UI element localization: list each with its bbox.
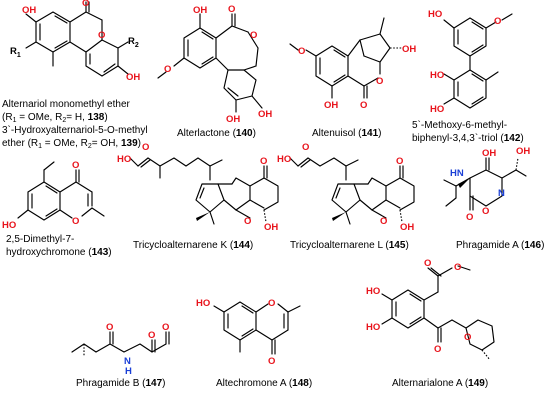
atom-ho: HO	[430, 104, 444, 115]
structure-140: OH O O O OH OH Alterlactone (140)	[157, 4, 272, 139]
label-143-line1: 2,5-Dimethyl-7-	[6, 234, 74, 245]
atom-o: O	[148, 330, 155, 341]
atom-o: O	[82, 0, 89, 9]
atom-ho: HO	[277, 154, 291, 165]
atom-o: O	[98, 30, 105, 41]
atom-ho: HO	[196, 298, 210, 309]
atom-o: O	[228, 4, 235, 15]
atom-oh: OH	[264, 222, 278, 233]
label-138-line2: (R1 = OMe, R2= H, 138)	[2, 112, 108, 124]
structure-141: O O O OH OH Altenuisol (141)	[289, 17, 416, 139]
atom-o: O	[298, 46, 305, 57]
atom-oh: OH	[22, 5, 36, 16]
atom-o: O	[396, 156, 403, 167]
atom-oh: OH	[126, 72, 140, 83]
atom-o: O	[250, 30, 257, 41]
atom-ho: HO	[430, 70, 444, 81]
label-143-line2: hydroxychromone (143)	[6, 247, 112, 258]
label-141: Altenuisol (141)	[312, 128, 382, 139]
label-146: Phragamide A (146)	[456, 240, 544, 251]
atom-oh: OH	[258, 109, 272, 120]
atom-o: O	[380, 216, 387, 227]
atom-ho: HO	[2, 220, 16, 231]
structure-148: HO O O Altechromone A (148)	[196, 298, 312, 389]
structure-146: OH O O HN N OH Phragamide A (146)	[443, 146, 544, 251]
label-142-line2: biphenyl-3,4,3`-triol (142)	[412, 132, 524, 144]
atom-n: N	[124, 356, 131, 367]
atom-o: O	[164, 64, 171, 75]
atom-o: O	[424, 258, 431, 269]
structure-147: O O O N H Phragamide B (147)	[71, 322, 170, 389]
atom-oh: OH	[193, 5, 207, 16]
atom-oh: OH	[400, 222, 414, 233]
label-145: Tricycloalternarene L (145)	[290, 240, 409, 251]
structure-142: HO O HO HO 5`-Methoxy-6-methyl- biphenyl…	[412, 9, 524, 144]
atom-oh: OH	[402, 44, 416, 55]
atom-o: O	[454, 262, 461, 273]
structure-145: HO O O O OH Tricycloalternarene L (145)	[277, 142, 415, 251]
atom-ho: HO	[366, 286, 380, 297]
label-138-line1: Alternariol monomethyl ether	[2, 99, 131, 110]
atom-r1: R1	[10, 46, 21, 59]
atom-ho: HO	[428, 9, 442, 20]
atom-o: O	[376, 76, 383, 87]
atom-o: O	[260, 156, 267, 167]
label-147: Phragamide B (147)	[76, 378, 166, 389]
atom-o: O	[106, 322, 113, 333]
atom-o: O	[268, 298, 275, 309]
label-142-line1: 5`-Methoxy-6-methyl-	[412, 119, 507, 131]
label-139-line1: 3`-Hydroxyalternariol-5-O-methyl	[2, 124, 148, 136]
atom-o: O	[302, 142, 309, 153]
structure-138-139: OH O O OH R1 R2 Alternariol monomethyl e…	[2, 0, 148, 150]
atom-oh: OH	[516, 146, 530, 157]
atom-o: O	[268, 356, 275, 367]
atom-o: O	[360, 100, 367, 111]
structure-144: HO O O O OH Tricycloalternarene K (144)	[117, 142, 279, 251]
atom-o: O	[464, 332, 471, 343]
structure-149: HO HO O O O O Alternarialone A (149)	[366, 258, 495, 389]
atom-o: O	[244, 216, 251, 227]
atom-h: H	[125, 366, 132, 377]
atom-hn: HN	[450, 168, 464, 179]
atom-r2: R2	[128, 36, 139, 49]
atom-o: O	[466, 212, 473, 223]
structure-143: O O HO 2,5-Dimethyl-7- hydroxychromone (…	[2, 160, 112, 258]
label-144: Tricycloalternarene K (144)	[133, 240, 253, 251]
atom-oh: OH	[324, 100, 338, 111]
atom-ho: HO	[117, 154, 131, 165]
label-149: Alternarialone A (149)	[392, 378, 488, 389]
label-139-line2: ether (R1 = OMe, R2= OH, 139)	[2, 138, 141, 150]
atom-oh: OH	[226, 114, 240, 125]
atom-o: O	[162, 322, 169, 333]
label-148: Altechromone A (148)	[216, 378, 312, 389]
atom-o: O	[482, 206, 489, 217]
atom-o: O	[72, 160, 79, 171]
atom-o: O	[142, 142, 149, 153]
atom-oh: OH	[482, 148, 496, 159]
atom-n: N	[498, 188, 505, 199]
label-140: Alterlactone (140)	[177, 128, 256, 139]
atom-o: O	[434, 344, 441, 355]
atom-ho: HO	[366, 322, 380, 333]
atom-o: O	[72, 216, 79, 227]
atom-o: O	[494, 16, 501, 27]
